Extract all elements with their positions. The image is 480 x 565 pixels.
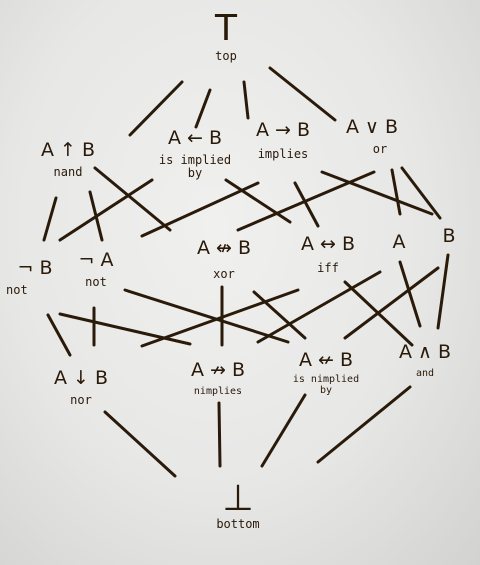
not-a-caption: not <box>85 275 107 289</box>
iff-caption: iff <box>317 261 339 275</box>
xor-symbol: A ↮ B <box>196 237 252 259</box>
edge-nand-xor <box>93 166 172 232</box>
node-converse: A ← B is implied by <box>150 128 240 180</box>
bottom-caption: bottom <box>216 517 260 531</box>
node-not-a: ¬ A not <box>66 250 126 289</box>
edge-xor-nconverse-b <box>252 290 307 340</box>
implies-caption: implies <box>257 147 309 161</box>
node-not-b: ¬ B not <box>6 258 64 297</box>
node-implies: A → B implies <box>236 120 330 161</box>
edge-or-b <box>400 166 442 220</box>
nand-symbol: A ↑ B <box>40 139 96 161</box>
top-caption: top <box>215 49 237 63</box>
edge-notb-nconverse <box>58 312 192 346</box>
not-a-symbol: ¬ A <box>78 249 114 271</box>
node-or: A ∨ B or <box>334 117 410 156</box>
nconverse-symbol: A ↚ B <box>298 349 354 371</box>
edge-and-bottom <box>316 385 412 464</box>
or-symbol: A ∨ B <box>345 116 399 138</box>
nconverse-caption-2: by <box>319 385 333 396</box>
edge-xor-nconverse-a <box>140 288 300 348</box>
and-caption: and <box>415 368 435 379</box>
edge-iff-nor <box>256 270 382 344</box>
node-b: B <box>438 226 460 246</box>
node-iff: A ↔ B iff <box>288 234 368 275</box>
edge-a-nconverse <box>343 266 440 340</box>
nconverse-caption-1: is nimplied <box>292 374 360 385</box>
node-xor: A ↮ B xor <box>176 238 272 281</box>
b-symbol: B <box>442 225 456 247</box>
edge-top-or <box>268 66 337 122</box>
nor-caption: nor <box>70 393 92 407</box>
edge-nconverse-bottom <box>260 393 307 468</box>
and-symbol: A ∧ B <box>398 341 452 363</box>
edge-notb-nor <box>46 313 72 357</box>
top-symbol: T <box>215 8 237 49</box>
node-nor: A ↓ B nor <box>44 368 118 407</box>
node-and: A ∧ B and <box>394 342 456 379</box>
xor-caption: xor <box>213 267 235 281</box>
nand-caption: nand <box>53 165 83 179</box>
converse-symbol: A ← B <box>167 127 223 149</box>
nor-symbol: A ↓ B <box>53 367 109 389</box>
edge-b-and <box>436 253 450 330</box>
edge-nota-nimplies <box>123 288 290 344</box>
iff-symbol: A ↔ B <box>300 233 356 255</box>
node-nand: A ↑ B nand <box>32 140 104 179</box>
edge-or-a <box>390 168 402 216</box>
converse-caption-1: is implied <box>158 153 232 167</box>
edge-nand-notb <box>42 196 58 242</box>
node-nconverse: A ↚ B is nimplied by <box>282 350 370 396</box>
edge-converse-iff <box>224 178 292 224</box>
a-symbol: A <box>392 231 406 253</box>
edge-nimplies-bottom <box>217 401 222 468</box>
edge-top-converse <box>194 88 212 129</box>
edge-implies-notb <box>140 181 260 238</box>
edge-top-implies <box>242 80 250 120</box>
node-bottom: ⊥ bottom <box>196 481 280 531</box>
edge-implies-b <box>320 170 434 216</box>
converse-caption-2: by <box>187 166 203 180</box>
edge-a-and <box>398 260 422 328</box>
node-nimplies: A ↛ B nimplies <box>176 360 260 397</box>
not-b-caption: not <box>6 283 28 297</box>
edge-implies-iff <box>293 181 320 228</box>
edge-nor-bottom <box>103 410 177 478</box>
edge-converse-nota <box>58 178 154 242</box>
or-caption: or <box>372 142 388 156</box>
implies-symbol: A → B <box>255 119 311 141</box>
nimplies-symbol: A ↛ B <box>190 359 246 381</box>
node-top: T top <box>202 11 250 63</box>
edge-top-nand <box>128 80 184 137</box>
not-b-symbol: ¬ B <box>17 257 53 279</box>
bottom-symbol: ⊥ <box>222 478 254 519</box>
nimplies-caption: nimplies <box>193 386 243 397</box>
node-a: A <box>388 232 410 252</box>
